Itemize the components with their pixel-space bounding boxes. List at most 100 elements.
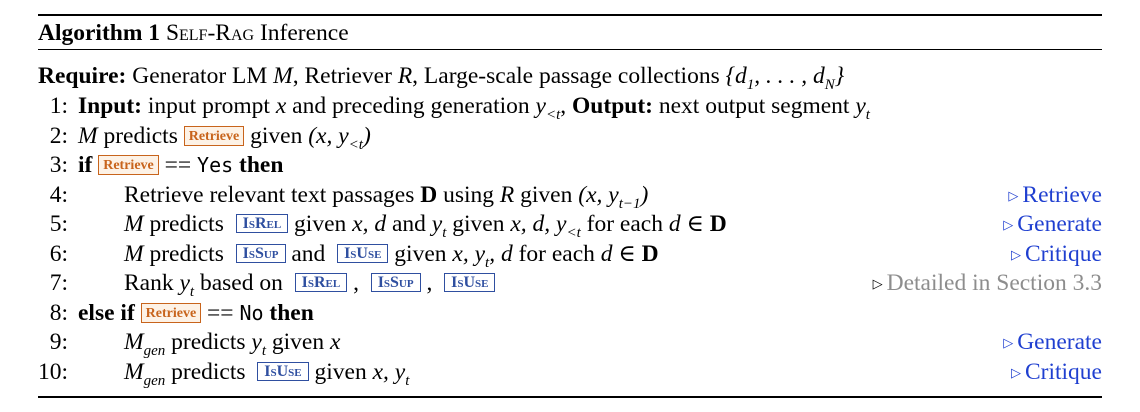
comment-text: Generate [1017,329,1102,355]
subscript: t [261,343,266,359]
math-args-base: (x, y [578,182,619,208]
issup-token: IsSup [370,273,421,292]
algorithm-line-3: 3: if Retrieve == Yes then [38,150,1102,180]
math-y-base: y [179,270,190,296]
line-text: and [291,241,326,267]
line-number: 8: [49,300,68,326]
algorithm-block: Algorithm 1 Self-Rag Inference Require: … [38,0,1102,412]
math-R: R [397,63,413,89]
line-text: next output segment [658,93,850,119]
math-M: M [124,211,144,237]
math-yt: yt [431,211,447,241]
algorithm-line-4: 4: Retrieve relevant text passages D usi… [38,180,1102,212]
line-text: predicts [171,329,246,355]
line-text: and [391,211,426,237]
line-number: 3: [49,152,68,178]
line-text: predicts [103,123,178,149]
triangle-right-icon: ▷ [1003,335,1014,350]
retrieve-token: Retrieve [98,155,159,175]
separator: , [353,270,359,296]
subscript: <t [566,225,581,241]
comment-text: Critique [1024,241,1102,267]
caption-title-rest: Inference [259,20,349,46]
line-number: 1: [49,93,68,119]
line-body: if Retrieve == Yes then [78,150,283,180]
line-text: based on [199,270,283,296]
math-y-base: y [431,211,443,237]
math-args: (x, y<t) [308,123,371,153]
math-M: M [78,123,98,149]
algorithm-line-8: 8: else if Retrieve == No then [38,298,1102,328]
require-line: Require: Generator LM M, Retriever R, La… [38,61,1102,93]
require-text: Generator LM [132,63,268,89]
comment-text: Retrieve [1022,182,1102,208]
math-y-base: y [251,329,262,355]
line-text: using [443,182,495,208]
keyword-then: then [269,300,314,326]
element-of: ∈ [618,241,636,267]
math-xdy: x, d, y<t [510,211,580,241]
issup-token: IsSup [235,244,286,263]
isuse-token: IsUse [337,244,389,263]
set-open: {d [725,63,747,89]
math-D: D [709,211,727,237]
line-text: for each [518,241,595,267]
mid-rule [38,49,1102,50]
subscript: gen [143,343,166,359]
line-text: input prompt [147,93,270,119]
math-x: x [275,93,287,119]
algorithm-line-9: 9: Mgen predicts yt given x ▷Generate [38,327,1102,359]
value-yes: Yes [197,153,234,177]
set-close: } [834,63,845,89]
line-text: given [520,182,573,208]
subscript: t [189,284,195,300]
math-args-base: (x, y [308,123,349,149]
line-text: Rank [124,270,174,296]
line-number: 9: [49,329,68,355]
algorithm-caption: Algorithm 1 Self-Rag Inference [38,18,1102,48]
output-label: Output: [572,93,653,119]
math-x: x [329,329,341,355]
line-text: for each [586,211,663,237]
line-body: Rank yt based on IsRel , IsSup , IsUse [124,268,496,301]
math-M: M [273,63,293,89]
subscript: t [442,225,447,241]
algorithm-line-2: 2: M predicts Retrieve given (x, y<t) [38,121,1102,153]
keyword-else-if: else if [78,300,135,326]
line-text: predicts [149,211,224,237]
math-xy: x, yt, d [452,241,512,271]
math-args-end: ) [362,123,371,149]
line-body: else if Retrieve == No then [78,298,314,328]
comment-text: Critique [1024,359,1102,385]
math-d: d [668,211,681,237]
line-text: given [314,359,367,385]
subscript: 1 [746,77,755,93]
math-xy-base: x, y [372,359,406,385]
line-body: Mgen predicts IsUse given x, yt [124,357,409,390]
value-no: No [239,301,264,325]
top-rule [38,14,1102,16]
element-of: ∈ [686,211,704,237]
algorithm-line-1: 1: Input: input prompt x and preceding g… [38,91,1102,123]
triangle-right-icon: ▷ [872,276,883,291]
line-text: predicts [171,359,246,385]
subscript: t [485,255,490,271]
subscript: N [824,77,835,93]
bottom-rule [38,396,1102,398]
math-D: D [420,182,438,208]
triangle-right-icon: ▷ [1010,365,1021,380]
algorithm-line-5: 5: M predicts IsRel given x, d and yt gi… [38,209,1102,241]
math-yt: yt [179,270,194,300]
math-d: d [600,241,613,267]
comment-detailed: ▷Detailed in Section 3.3 [873,268,1102,301]
line-number: 7: [49,270,68,296]
math-R: R [499,182,515,208]
math-y-base: y [855,93,866,119]
line-number: 2: [49,123,68,149]
algorithm-line-6: 6: M predicts IsSup and IsUse given x, y… [38,239,1102,271]
line-text: predicts [149,241,224,267]
passage-set: {d1, . . . , dN} [725,63,845,93]
subscript: t [865,107,870,123]
algorithm-line-7: 7: Rank yt based on IsRel , IsSup , IsUs… [38,268,1102,301]
line-number: 5: [49,211,68,237]
